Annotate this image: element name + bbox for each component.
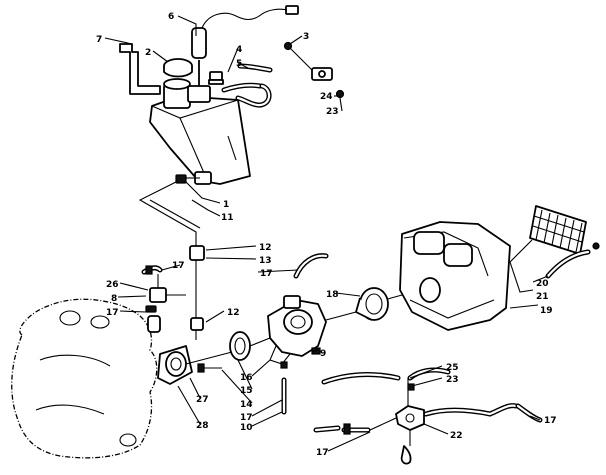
- callout-23-lower: 23: [446, 375, 459, 385]
- air-silencer: [399, 221, 511, 331]
- tank-outlet-fitting: [175, 174, 200, 184]
- in-line-filter: [189, 245, 205, 331]
- tank-vent-fitting: [208, 71, 224, 85]
- callout-14: 14: [240, 400, 253, 410]
- callout-17-f: 17: [544, 416, 557, 426]
- leader-lines: [104, 15, 549, 452]
- callout-10: 10: [240, 423, 253, 433]
- callout-17-b: 17: [260, 269, 273, 279]
- callout-16: 16: [240, 373, 253, 383]
- callout-3: 3: [303, 32, 309, 42]
- callout-19: 19: [540, 306, 553, 316]
- primer-tee-assembly: [141, 265, 186, 333]
- fuel-tank: [149, 95, 251, 185]
- impulse-hose: [280, 361, 288, 415]
- callout-numbers: 6 7 2 4 5 3 24 23 1 11 12 13 17 17 26 8 …: [96, 12, 557, 458]
- check-valve-assembly: [283, 41, 345, 99]
- callout-6: 6: [168, 12, 174, 22]
- fuel-cap: [163, 58, 193, 78]
- callout-12-b: 12: [227, 308, 240, 318]
- callout-1: 1: [223, 200, 229, 210]
- callout-15: 15: [240, 386, 253, 396]
- callout-17-c: 17: [106, 308, 119, 318]
- fuel-pump: [395, 405, 425, 465]
- callout-13: 13: [259, 256, 272, 266]
- callout-17-e: 17: [316, 448, 329, 458]
- callout-23-upper: 23: [326, 107, 339, 117]
- engine-outline: [11, 298, 158, 459]
- small-clamps: [145, 265, 415, 435]
- gauge-wire-harness: [201, 5, 299, 29]
- silencer-hose: [545, 242, 600, 279]
- callout-8: 8: [111, 294, 117, 304]
- callout-5: 5: [236, 59, 242, 69]
- callout-24: 24: [320, 92, 333, 102]
- callout-17-a: 17: [172, 261, 185, 271]
- vent-hose: [221, 63, 273, 108]
- callout-28: 28: [196, 421, 209, 431]
- callout-7: 7: [96, 35, 102, 45]
- callout-21: 21: [536, 292, 549, 302]
- callout-20: 20: [536, 279, 549, 289]
- callout-2: 2: [145, 48, 151, 58]
- callout-27: 27: [196, 395, 209, 405]
- pump-hoses: [313, 367, 543, 433]
- fuel-line-main: [138, 181, 201, 340]
- callout-17-d: 17: [240, 413, 253, 423]
- vent-hose-upper: [293, 253, 329, 279]
- carburetor: [267, 295, 327, 365]
- cap-retainer-bracket: [119, 43, 161, 95]
- callout-12: 12: [259, 243, 272, 253]
- callout-18: 18: [326, 290, 339, 300]
- callout-25: 25: [446, 363, 459, 373]
- intake-stud: [197, 363, 222, 373]
- callout-9: 9: [320, 349, 326, 359]
- intake-boot: [355, 287, 389, 321]
- intake-mounting-flange: [157, 345, 193, 385]
- carb-intake-flange: [229, 331, 251, 361]
- air-silencer-screen: [509, 205, 587, 263]
- callout-26: 26: [106, 280, 119, 290]
- callout-11: 11: [221, 213, 234, 223]
- filler-neck: [163, 78, 191, 109]
- callout-22: 22: [450, 431, 463, 441]
- callout-4: 4: [236, 45, 242, 55]
